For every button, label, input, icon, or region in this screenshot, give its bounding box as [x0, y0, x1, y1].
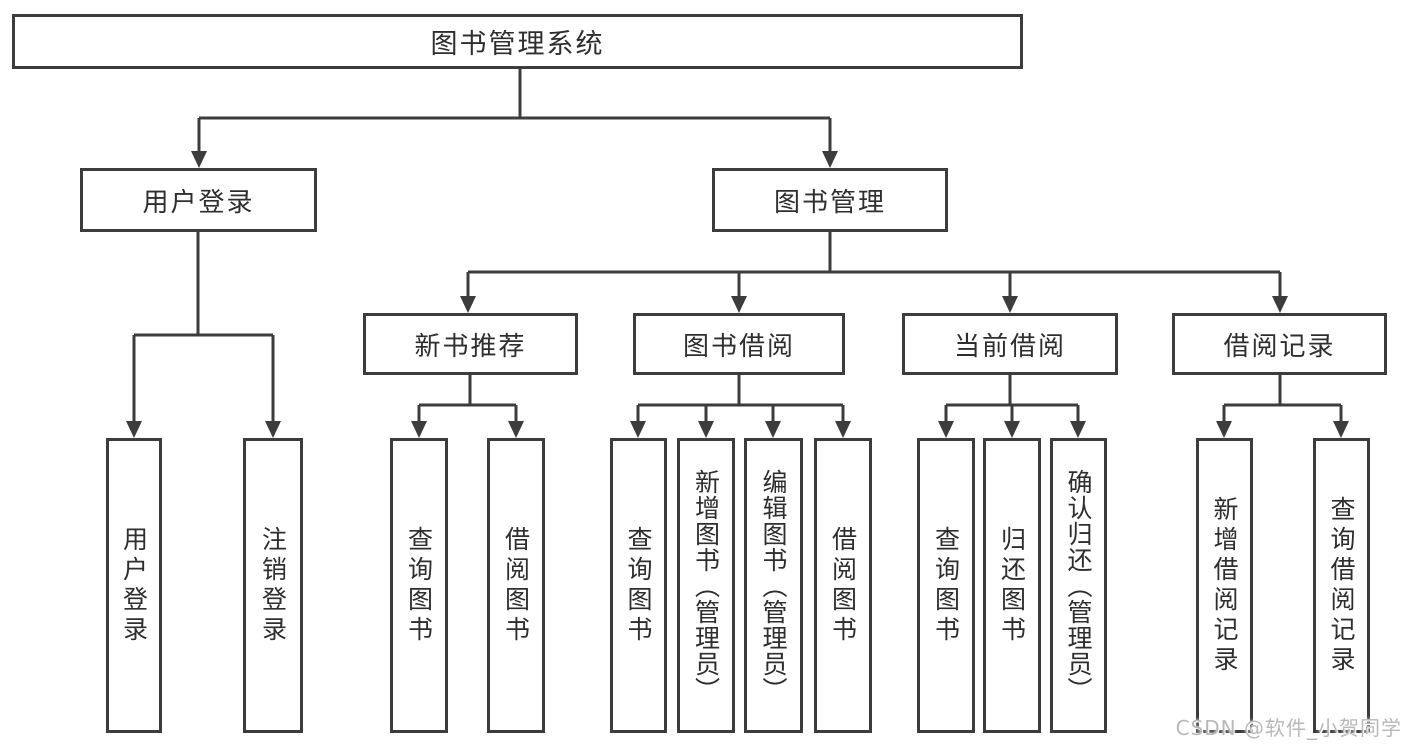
leaf-recommend-borrow-book-label: 借阅图书 [501, 525, 531, 646]
node-user-login: 用户登录 [80, 168, 317, 232]
node-user-login-label: 用户登录 [142, 187, 255, 218]
connector-root-to-level2 [197, 69, 832, 153]
leaf-logout: 注销登录 [243, 438, 303, 733]
leaf-current-confirm-return-admin: 确认归还（管理员） [1050, 438, 1107, 733]
node-book-borrowing: 图书借阅 [633, 313, 845, 375]
leaf-user-login: 用户登录 [106, 438, 162, 733]
node-current-borrowing: 当前借阅 [902, 313, 1118, 375]
arrowhead [460, 296, 476, 313]
arrowhead [1002, 296, 1018, 313]
arrowhead [822, 151, 838, 168]
leaf-current-return-book: 归还图书 [983, 438, 1041, 733]
connector-bookmgmt-to-level3 [466, 231, 1282, 298]
arrowhead [1272, 296, 1288, 313]
leaf-recommend-borrow-book: 借阅图书 [487, 438, 545, 733]
arrowhead [765, 421, 781, 438]
arrowhead [1216, 421, 1232, 438]
leaf-borrow-add-book-admin-label: 新增图书（管理员） [691, 468, 721, 703]
node-current-borrowing-label: 当前借阅 [953, 331, 1066, 362]
node-library-system: 图书管理系统 [12, 14, 1023, 69]
arrowhead [1070, 421, 1086, 438]
leaf-borrow-add-book-admin: 新增图书（管理员） [677, 438, 735, 733]
arrowhead [938, 421, 954, 438]
leaf-borrow-edit-book-admin-label: 编辑图书（管理员） [759, 468, 788, 703]
connector-current-to-leaves [944, 374, 1080, 423]
arrowhead [265, 421, 281, 438]
leaf-records-query-record: 查询借阅记录 [1313, 438, 1370, 733]
arrowhead [126, 421, 142, 438]
arrowhead [411, 421, 427, 438]
csdn-watermark: CSDN @软件_小贺同学 [1175, 716, 1402, 740]
leaf-borrow-query-books: 查询图书 [610, 438, 667, 733]
node-borrowing-records: 借阅记录 [1172, 313, 1387, 375]
connector-borrowing-to-leaves [636, 374, 845, 423]
connector-recommend-to-leaves [417, 374, 518, 423]
leaf-records-add-record: 新增借阅记录 [1196, 438, 1253, 733]
arrowhead [731, 296, 747, 313]
arrowhead [191, 151, 207, 168]
leaf-logout-label: 注销登录 [258, 525, 288, 646]
arrowhead [698, 421, 714, 438]
leaf-borrow-edit-book-admin: 编辑图书（管理员） [744, 438, 803, 733]
node-library-system-label: 图书管理系统 [430, 29, 605, 60]
node-new-book-recommend-label: 新书推荐 [414, 331, 527, 362]
node-borrowing-records-label: 借阅记录 [1223, 331, 1336, 362]
leaf-borrow-query-books-label: 查询图书 [624, 525, 653, 646]
node-new-book-recommend: 新书推荐 [363, 313, 578, 375]
leaf-borrow-borrow-book: 借阅图书 [814, 438, 872, 733]
arrowhead [1004, 421, 1020, 438]
connector-userlogin-to-leaves [132, 231, 275, 423]
leaf-records-query-record-label: 查询借阅记录 [1327, 495, 1356, 676]
arrowhead [508, 421, 524, 438]
connector-records-to-leaves [1222, 374, 1343, 423]
arrowhead [630, 421, 646, 438]
leaf-current-query-books: 查询图书 [917, 438, 975, 733]
arrowhead [835, 421, 851, 438]
leaf-user-login-label: 用户登录 [119, 525, 149, 646]
node-book-management: 图书管理 [712, 168, 948, 232]
leaf-current-return-book-label: 归还图书 [997, 525, 1027, 646]
leaf-recommend-query-books: 查询图书 [390, 438, 448, 733]
node-book-management-label: 图书管理 [773, 187, 886, 218]
leaf-borrow-borrow-book-label: 借阅图书 [828, 525, 858, 646]
leaf-recommend-query-books-label: 查询图书 [404, 525, 434, 646]
arrowhead [1333, 421, 1349, 438]
node-book-borrowing-label: 图书借阅 [682, 331, 795, 362]
leaf-records-add-record-label: 新增借阅记录 [1210, 495, 1239, 676]
leaf-current-confirm-return-admin-label: 确认归还（管理员） [1064, 468, 1093, 703]
leaf-current-query-books-label: 查询图书 [931, 525, 961, 646]
